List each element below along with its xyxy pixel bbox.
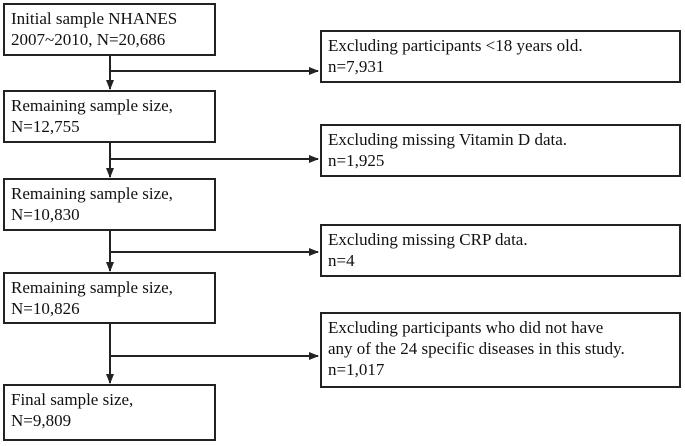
box-text-line: 2007~2010, N=20,686 <box>11 30 166 49</box>
final-sample-box: Final sample size, N=9,809 <box>3 384 216 441</box>
exclusion-box-age: Excluding participants <18 years old. n=… <box>320 30 681 83</box>
remaining-sample-box-2: Remaining sample size, N=10,830 <box>3 178 216 231</box>
box-text-line: n=4 <box>328 251 355 270</box>
box-text-line: Excluding missing Vitamin D data. <box>328 130 568 149</box>
box-text-line: Excluding missing CRP data. <box>328 230 528 249</box>
box-text-line: Final sample size, <box>11 390 134 409</box>
box-text-line: Excluding participants <18 years old. <box>328 36 583 55</box>
box-text-line: n=7,931 <box>328 57 385 76</box>
box-text-line: n=1,925 <box>328 151 385 170</box>
exclusion-box-crp: Excluding missing CRP data. n=4 <box>320 224 681 277</box>
box-text-line: N=10,826 <box>11 299 80 318</box>
remaining-sample-box-3: Remaining sample size, N=10,826 <box>3 272 216 324</box>
exclusion-box-diseases: Excluding participants who did not have … <box>320 312 681 388</box>
box-text-line: Remaining sample size, <box>11 96 173 115</box>
remaining-sample-box-1: Remaining sample size, N=12,755 <box>3 90 216 143</box>
box-text-line: N=10,830 <box>11 205 80 224</box>
box-text-line: Initial sample NHANES <box>11 9 178 28</box>
box-text-line: N=9,809 <box>11 411 72 430</box>
box-text-line: Excluding participants who did not have <box>328 318 604 337</box>
box-text-line: Remaining sample size, <box>11 278 173 297</box>
initial-sample-box: Initial sample NHANES 2007~2010, N=20,68… <box>3 3 216 56</box>
box-text-line: N=12,755 <box>11 117 80 136</box>
box-text-line: n=1,017 <box>328 360 385 379</box>
box-text-line: Remaining sample size, <box>11 184 173 203</box>
exclusion-box-vitamin-d: Excluding missing Vitamin D data. n=1,92… <box>320 124 681 177</box>
box-text-line: any of the 24 specific diseases in this … <box>328 339 625 358</box>
